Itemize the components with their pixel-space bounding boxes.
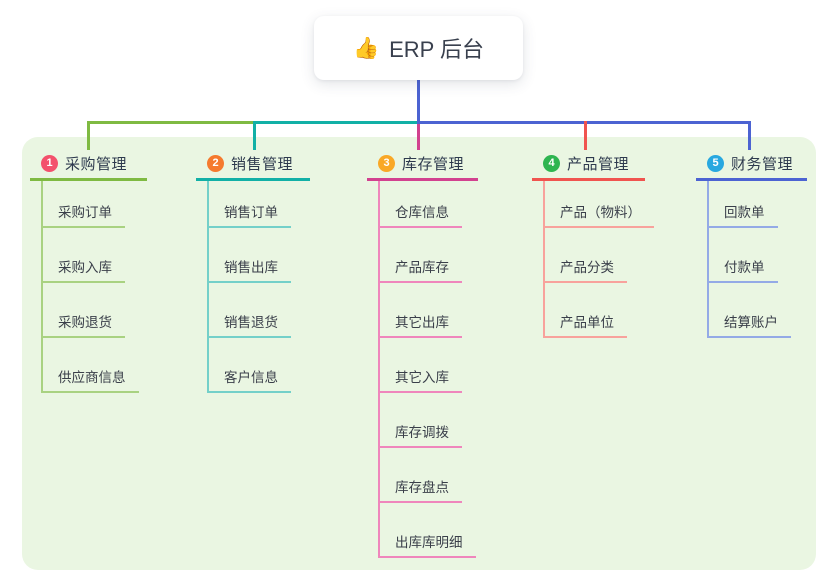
branch-purchase: 1 采购管理采购订单采购入库采购退货供应商信息 (30, 149, 147, 393)
connector-branch5-drop (748, 121, 751, 150)
branch-inventory-children: 仓库信息产品库存其它出库其它入库库存调拨库存盘点出库库明细 (378, 181, 476, 558)
connector-root-vertical (417, 80, 420, 124)
root-node-label: ERP 后台 (389, 37, 485, 62)
child-node[interactable]: 库存盘点 (380, 448, 462, 503)
child-node[interactable]: 其它入库 (380, 338, 462, 393)
connector-branch3-drop (417, 124, 420, 150)
branch-title: 库存管理 (402, 156, 465, 173)
connector-branch4-drop (584, 121, 587, 150)
branch-inventory-label[interactable]: 3 库存管理 (367, 149, 478, 181)
branch-inventory: 3 库存管理仓库信息产品库存其它出库其它入库库存调拨库存盘点出库库明细 (367, 149, 478, 558)
child-node[interactable]: 结算账户 (709, 283, 791, 338)
branch-sales: 2 销售管理销售订单销售出库销售退货客户信息 (196, 149, 310, 393)
connector-branch1-drop (87, 121, 90, 150)
branch-product: 4 产品管理产品（物料）产品分类产品单位 (532, 149, 654, 338)
connector-branch2-drop (253, 121, 256, 150)
child-node[interactable]: 回款单 (709, 181, 778, 228)
root-node[interactable]: 👍 ERP 后台 (314, 16, 523, 80)
connector-branch2-horizontal (253, 121, 419, 124)
branch-number-badge: 1 (41, 155, 58, 172)
child-node[interactable]: 产品（物料） (545, 181, 654, 228)
branch-number-badge: 3 (378, 155, 395, 172)
branch-number-badge: 4 (543, 155, 560, 172)
child-node[interactable]: 销售订单 (209, 181, 291, 228)
child-node[interactable]: 其它出库 (380, 283, 462, 338)
child-node[interactable]: 采购订单 (43, 181, 125, 228)
branch-purchase-children: 采购订单采购入库采购退货供应商信息 (41, 181, 139, 393)
branches-panel (22, 137, 816, 570)
thumbs-up-icon: 👍 (352, 36, 380, 60)
branch-purchase-label[interactable]: 1 采购管理 (30, 149, 147, 181)
branch-title: 销售管理 (231, 156, 294, 173)
branch-product-children: 产品（物料）产品分类产品单位 (543, 181, 654, 338)
child-node[interactable]: 销售出库 (209, 228, 291, 283)
child-node[interactable]: 客户信息 (209, 338, 291, 393)
child-node[interactable]: 付款单 (709, 228, 778, 283)
branch-finance-children: 回款单付款单结算账户 (707, 181, 791, 338)
child-node[interactable]: 采购退货 (43, 283, 125, 338)
child-node[interactable]: 采购入库 (43, 228, 125, 283)
child-node[interactable]: 库存调拨 (380, 393, 462, 448)
branch-product-label[interactable]: 4 产品管理 (532, 149, 645, 181)
child-node[interactable]: 出库库明细 (380, 503, 476, 558)
child-node[interactable]: 产品库存 (380, 228, 462, 283)
child-node[interactable]: 产品单位 (545, 283, 627, 338)
branch-finance-label[interactable]: 5 财务管理 (696, 149, 807, 181)
child-node[interactable]: 销售退货 (209, 283, 291, 338)
branch-number-badge: 2 (207, 155, 224, 172)
branch-sales-label[interactable]: 2 销售管理 (196, 149, 310, 181)
branch-title: 产品管理 (567, 156, 630, 173)
branch-number-badge: 5 (707, 155, 724, 172)
branch-sales-children: 销售订单销售出库销售退货客户信息 (207, 181, 291, 393)
child-node[interactable]: 产品分类 (545, 228, 627, 283)
branch-finance: 5 财务管理回款单付款单结算账户 (696, 149, 807, 338)
child-node[interactable]: 仓库信息 (380, 181, 462, 228)
child-node[interactable]: 供应商信息 (43, 338, 139, 393)
branch-title: 采购管理 (65, 156, 128, 173)
branch-title: 财务管理 (731, 156, 794, 173)
